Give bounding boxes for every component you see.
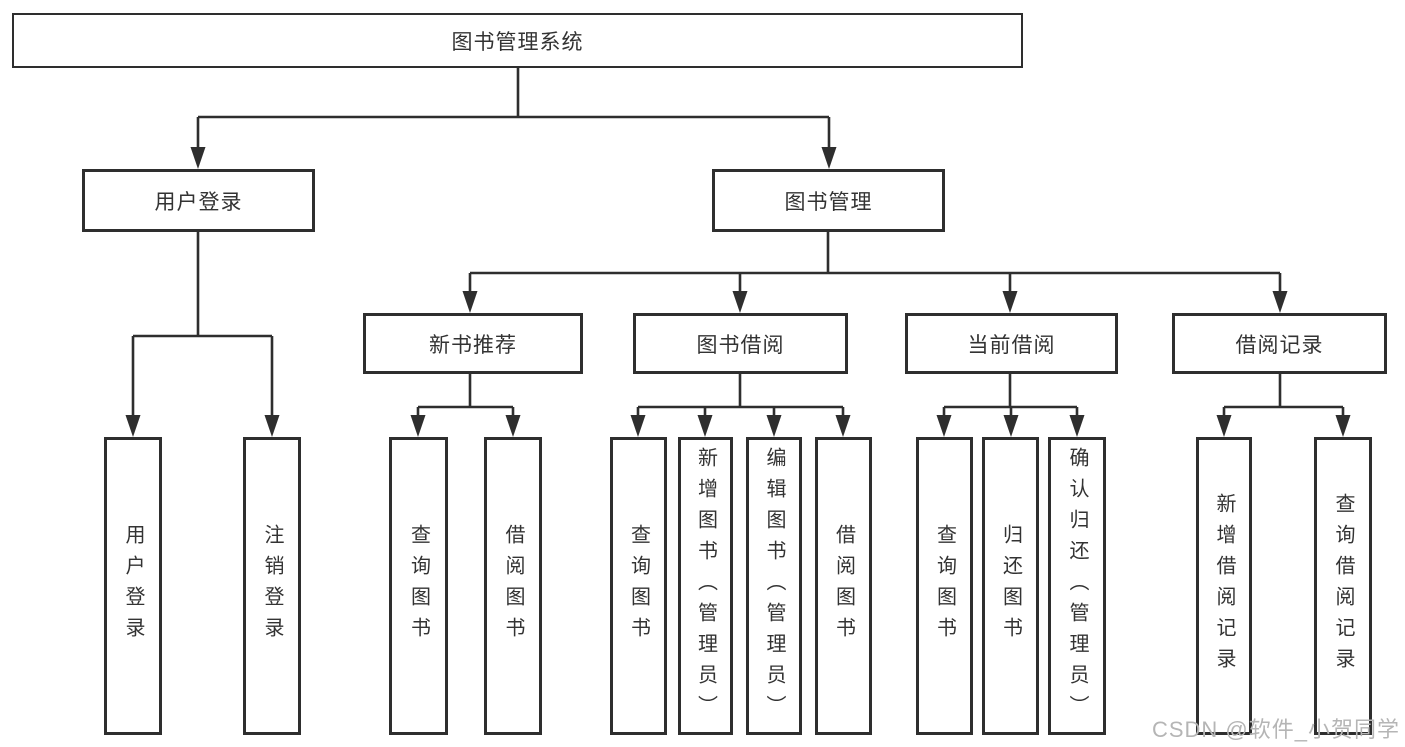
leaf-return-books: 归还图书 <box>982 437 1039 735</box>
leaf-user-login: 用户登录 <box>104 437 162 735</box>
node-label: 查询图书 <box>933 524 956 648</box>
node-new-book-recommend: 新书推荐 <box>363 313 583 374</box>
leaf-borrow-books-recommend: 借阅图书 <box>484 437 542 735</box>
node-label: 图书管理系统 <box>451 30 584 54</box>
node-label: 归还图书 <box>999 524 1022 648</box>
leaf-query-books-borrowing: 查询图书 <box>610 437 667 735</box>
leaf-edit-books-admin: 编辑图书（管理员） <box>746 437 802 735</box>
node-label: 查询图书 <box>627 524 650 648</box>
node-label: 查询借阅记录 <box>1332 493 1354 679</box>
leaf-add-borrow-record: 新增借阅记录 <box>1196 437 1252 735</box>
leaf-query-books-current: 查询图书 <box>916 437 973 735</box>
leaf-logout: 注销登录 <box>243 437 301 735</box>
node-book-borrowing: 图书借阅 <box>633 313 848 374</box>
leaf-query-borrow-record: 查询借阅记录 <box>1314 437 1372 735</box>
node-label: 编辑图书（管理员） <box>763 446 785 726</box>
node-label: 借阅图书 <box>832 524 855 648</box>
leaf-borrow-books: 借阅图书 <box>815 437 872 735</box>
node-label: 当前借阅 <box>967 333 1056 357</box>
node-label: 图书管理 <box>784 190 873 214</box>
node-current-borrowing: 当前借阅 <box>905 313 1118 374</box>
node-label: 借阅记录 <box>1235 333 1324 357</box>
leaf-query-books-recommend: 查询图书 <box>389 437 448 735</box>
node-label: 新增图书（管理员） <box>694 446 717 726</box>
node-label: 注销登录 <box>261 524 283 648</box>
node-label: 新增借阅记录 <box>1213 493 1235 679</box>
node-library-management-system: 图书管理系统 <box>12 13 1023 68</box>
node-label: 用户登录 <box>154 190 243 214</box>
node-label: 借阅图书 <box>502 524 524 648</box>
leaf-add-books-admin: 新增图书（管理员） <box>678 437 733 735</box>
leaf-confirm-return-admin: 确认归还（管理员） <box>1048 437 1106 735</box>
node-label: 查询图书 <box>407 524 430 648</box>
node-label: 用户登录 <box>122 524 144 648</box>
csdn-watermark: CSDN @软件_小贺同学 <box>1151 717 1400 742</box>
node-label: 新书推荐 <box>429 333 517 357</box>
node-label: 图书借阅 <box>696 333 785 357</box>
node-borrowing-records: 借阅记录 <box>1172 313 1387 374</box>
node-label: 确认归还（管理员） <box>1066 446 1088 726</box>
node-book-management: 图书管理 <box>712 169 945 232</box>
node-user-login: 用户登录 <box>82 169 315 232</box>
